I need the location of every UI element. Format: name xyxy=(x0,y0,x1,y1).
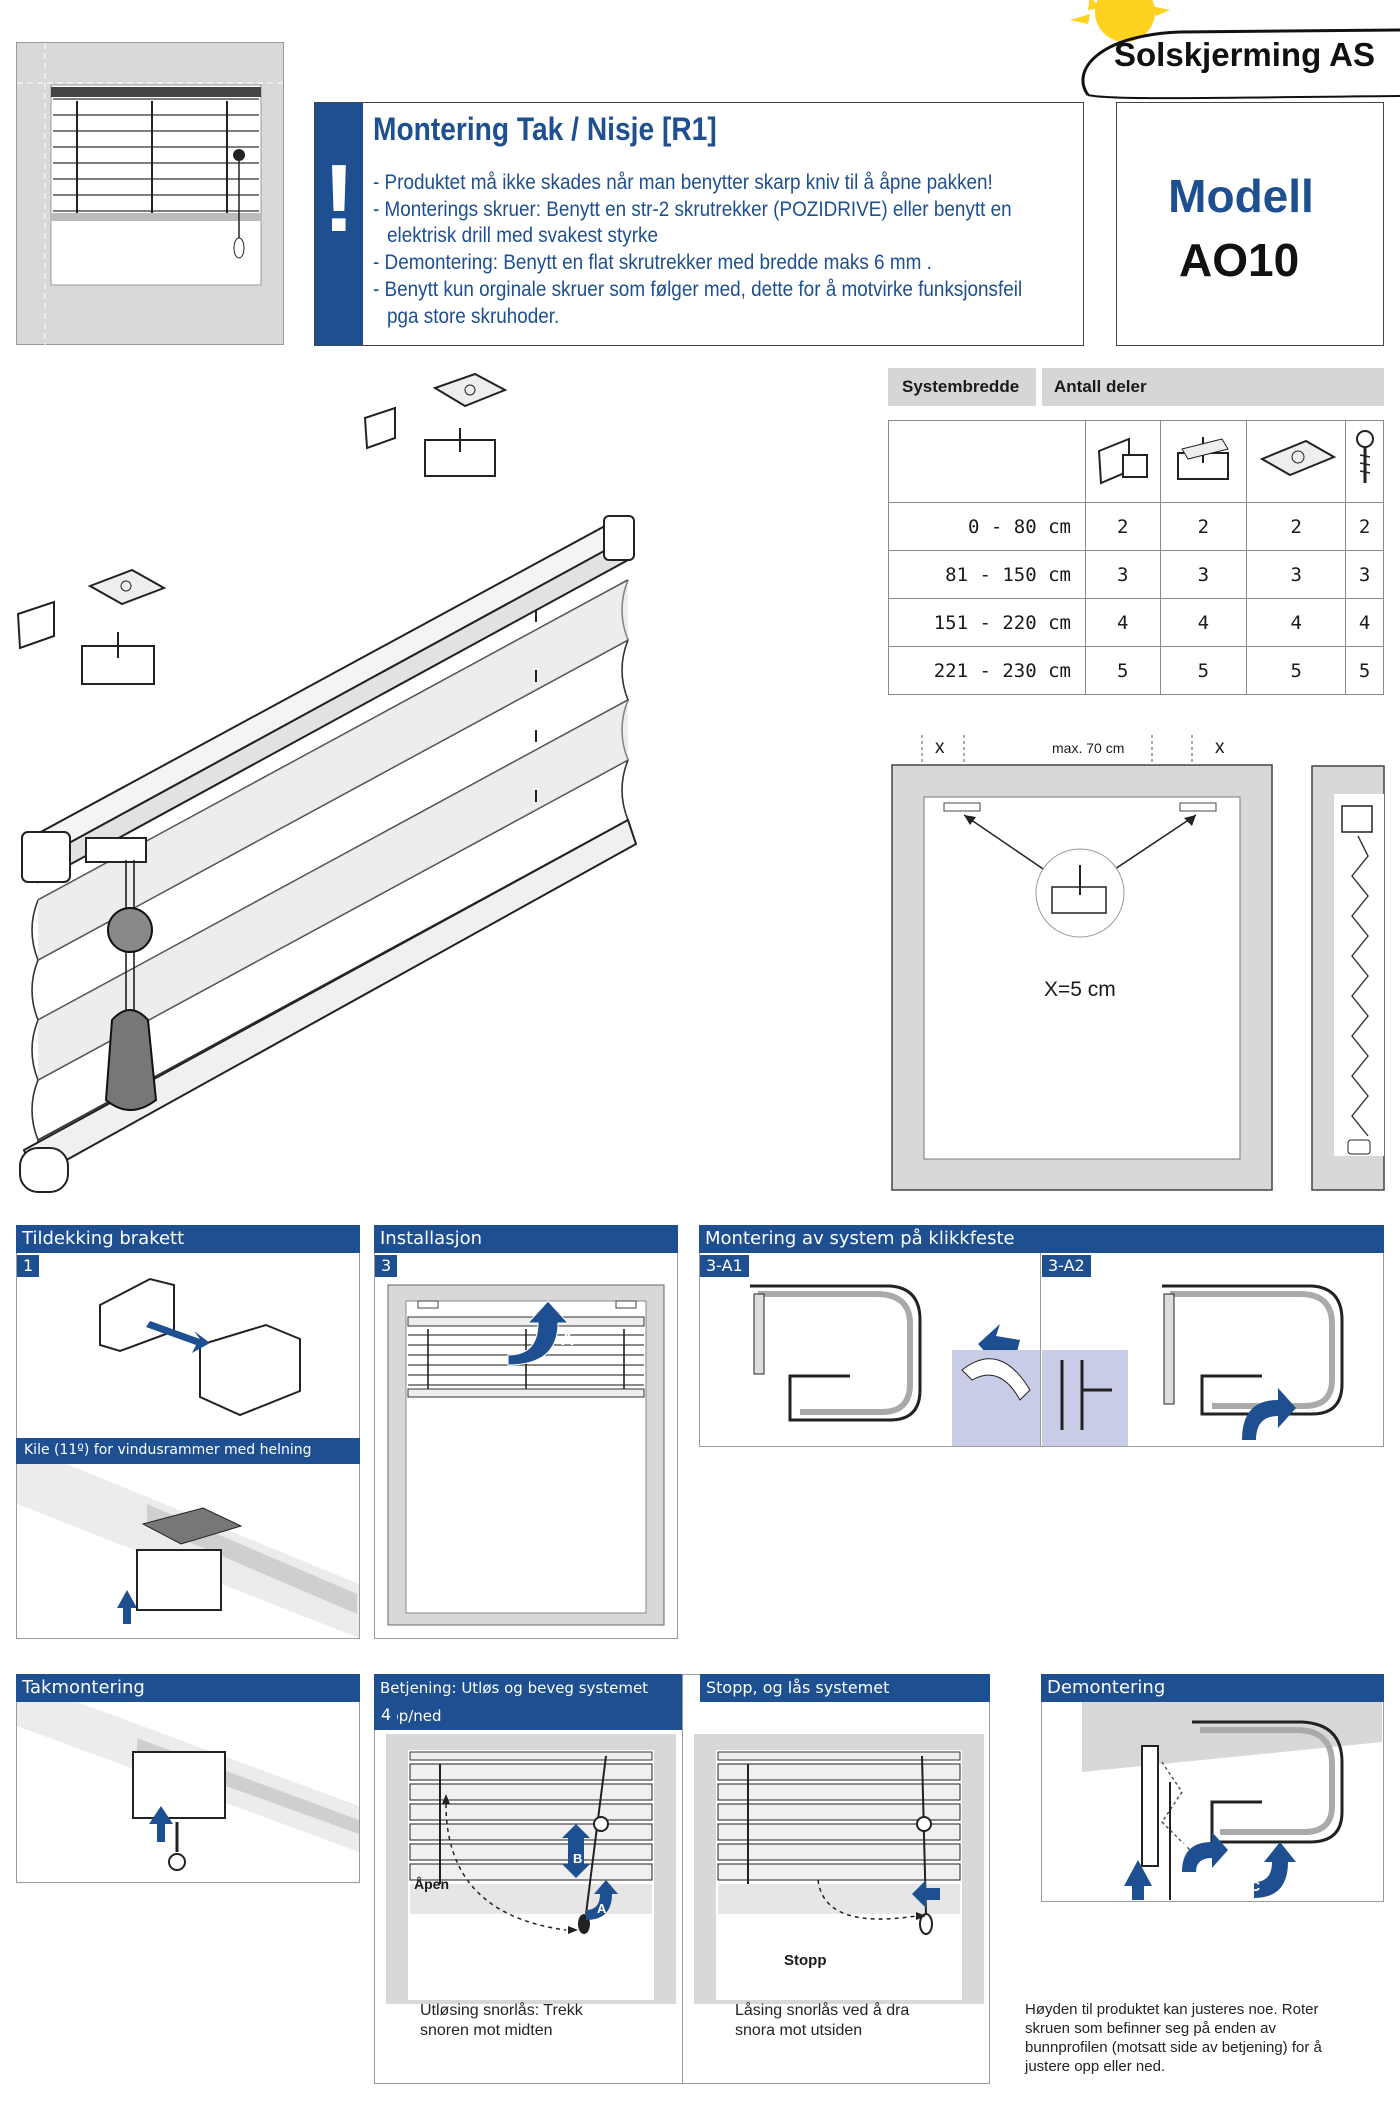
section-stop-lock-title: Stopp, og lås systemet xyxy=(700,1674,990,1702)
operation-label-open: Åpen xyxy=(414,1876,449,1892)
model-code: AO10 xyxy=(1179,234,1300,286)
spacing-x-left: x xyxy=(935,737,945,758)
warning-line: pga store skruhoder. xyxy=(387,305,560,328)
table-header-system-width: Systembredde xyxy=(888,368,1036,406)
dismount-caption-line: skruen som befinner seg på enden av xyxy=(1025,2020,1276,2037)
brand-name: Solskjerming AS xyxy=(1114,36,1376,73)
warning-icon: ! xyxy=(323,145,355,252)
warning-line: - Demontering: Benytt en flat skrutrekke… xyxy=(373,251,932,274)
wedge-bar xyxy=(16,1438,360,1464)
section-click-mount-step-a2: 3-A2 xyxy=(1042,1255,1091,1277)
screw-icon xyxy=(1345,420,1384,503)
dismount-label-a: A xyxy=(1115,1866,1126,1882)
operation-open-illustration xyxy=(386,1734,676,2004)
installation-illustration xyxy=(387,1284,665,1626)
side-profile-illustration xyxy=(1311,765,1385,1191)
section-dismount-title: Demontering xyxy=(1041,1674,1384,1702)
sun-icon xyxy=(1070,0,1400,100)
cover-bracket-icon xyxy=(1085,420,1161,503)
stop-label: Stopp xyxy=(784,1952,827,1969)
spacing-diagram xyxy=(891,735,1273,1191)
dismount-label-b: B xyxy=(1178,1840,1189,1856)
stop-lock-illustration xyxy=(694,1734,984,2004)
installation-arrow-label: A xyxy=(561,1329,574,1349)
section-click-mount-step-a1: 3-A1 xyxy=(700,1255,749,1277)
dismount-illustration xyxy=(1082,1702,1382,1900)
ceiling-mount-illustration xyxy=(17,1702,359,1871)
dismount-label-c: C xyxy=(1250,1878,1261,1894)
warning-symbol-bar xyxy=(315,103,363,345)
mount-bracket-icon xyxy=(1159,420,1248,503)
bracket-set-left-illustration xyxy=(16,568,167,685)
spacing-x-right: x xyxy=(1215,737,1225,758)
bracket-set-top-illustration xyxy=(363,372,508,477)
section-cover-bracket-title: Tildekking brakett xyxy=(16,1225,360,1253)
stop-lock-caption-line: snora mot utsiden xyxy=(735,2022,863,2039)
warning-line: - Benytt kun orginale skruer som følger … xyxy=(373,278,1023,301)
table-header-part-count: Antall deler xyxy=(1042,368,1384,406)
warning-line: - Monterings skruer: Benytt en str-2 skr… xyxy=(373,198,1012,221)
spacing-max-label: max. 70 cm xyxy=(1052,740,1125,756)
section-wedge-title: Kile (11º) for vindusrammer med helning xyxy=(24,1442,312,1458)
click-mount-a1-illustration xyxy=(750,1284,1040,1446)
click-mount-a2-illustration xyxy=(1042,1284,1344,1446)
thumbnail-panel xyxy=(16,42,285,346)
operation-label-b: B xyxy=(573,1851,583,1866)
pleated-blind-illustration xyxy=(19,515,638,1193)
model-box: Modell AO10 xyxy=(1116,102,1384,346)
operation-divider xyxy=(682,1674,683,2084)
dismount-caption-line: Høyden til produktet kan justeres noe. R… xyxy=(1025,2001,1319,2018)
warning-title: Montering Tak / Nisje [R1] xyxy=(373,111,717,147)
operation-label-a: A xyxy=(597,1901,607,1916)
warning-line: - Produktet må ikke skades når man benyt… xyxy=(373,171,993,194)
section-installation-step: 3 xyxy=(375,1255,398,1277)
operation-caption-line: Utløsing snorlås: Trekk xyxy=(420,2002,583,2019)
dismount-caption-line: bunnprofilen (motsatt side av betjening)… xyxy=(1025,2039,1322,2056)
warning-line: elektrisk drill med svakest styrke xyxy=(387,224,658,247)
wedge-illustration xyxy=(17,1464,359,1638)
dismount-caption-line: justere opp eller ned. xyxy=(1025,2058,1166,2075)
cover-bracket-illustration xyxy=(99,1277,301,1417)
section-operation-step: 4 xyxy=(375,1704,398,1726)
stop-lock-caption-line: Låsing snorlås ved å dra xyxy=(735,2002,910,2019)
brand-logo: Solskjerming AS xyxy=(1070,0,1400,100)
section-operation-title: Betjening: Utløs og beveg systemet opp/n… xyxy=(374,1674,682,1730)
click-mount-divider xyxy=(1040,1253,1041,1446)
thumbnail-blind-illustration xyxy=(17,43,285,346)
section-ceiling-mount-title: Takmontering xyxy=(16,1674,360,1702)
operation-caption-line: snoren mot midten xyxy=(420,2022,553,2039)
model-label: Modell xyxy=(1168,170,1314,222)
clip-plate-icon xyxy=(1246,420,1347,503)
section-cover-bracket-step: 1 xyxy=(17,1255,40,1277)
spacing-x-value: X=5 cm xyxy=(1044,978,1116,1001)
section-click-mount-title: Montering av system på klikkfeste xyxy=(699,1225,1384,1253)
section-installation-title: Installasjon xyxy=(374,1225,678,1253)
table-icon-row xyxy=(888,420,1384,503)
warning-box: ! Montering Tak / Nisje [R1] - Produktet… xyxy=(314,102,1084,346)
